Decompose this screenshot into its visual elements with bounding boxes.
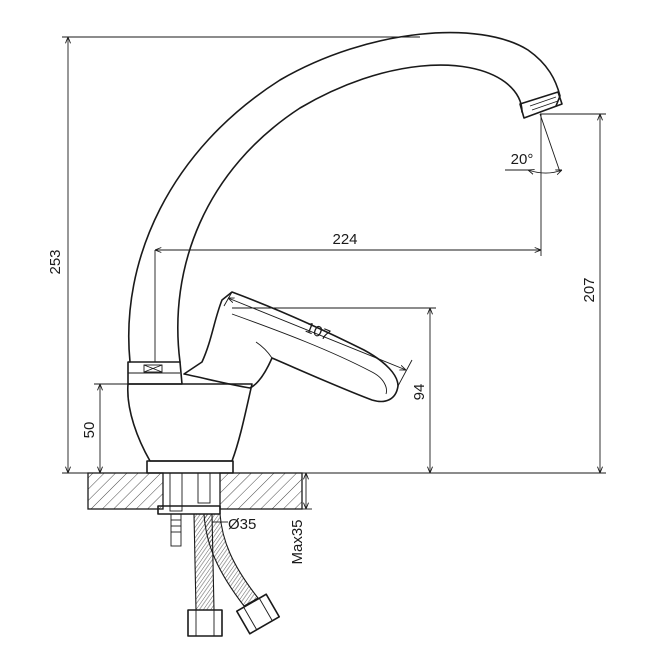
lever-outline	[183, 291, 399, 403]
mounting-stud-left	[169, 472, 183, 512]
dimension-label-angle: 20°	[511, 151, 534, 168]
countertop-right-section	[219, 472, 303, 510]
collar-marker	[143, 364, 163, 373]
dimension-94: 94	[232, 307, 436, 473]
dimension-224: 224	[154, 114, 542, 362]
dimension-label-diameter: Ø35	[228, 516, 256, 533]
dimension-253: 253	[47, 36, 420, 474]
countertop-left-section	[87, 472, 164, 510]
dimension-label-max: Max35	[289, 519, 306, 564]
threaded-stud	[170, 513, 182, 547]
under-deck-assembly	[157, 472, 281, 637]
dimension-50: 50	[81, 383, 130, 473]
dimension-label-50: 50	[81, 422, 98, 439]
hose-nut-left	[187, 609, 223, 637]
mounting-plate	[157, 505, 221, 515]
dimension-max-35: Max35	[289, 473, 312, 565]
spout-inner-edge	[177, 64, 523, 363]
countertop	[87, 472, 303, 510]
hose-nut-right	[235, 593, 281, 635]
spout-outer-edge	[128, 31, 561, 363]
faucet-body	[127, 361, 253, 474]
dimension-207: 207	[300, 113, 606, 474]
spout	[128, 31, 563, 363]
hose-right	[203, 513, 259, 607]
dimension-label-253: 253	[47, 249, 64, 274]
aerator	[519, 91, 563, 119]
dimension-label-94: 94	[411, 384, 428, 401]
dimension-label-107: 107	[303, 319, 333, 344]
dimension-label-207: 207	[581, 277, 598, 302]
mounting-stud-right	[197, 472, 211, 504]
spout-collar	[127, 361, 183, 385]
valve-body	[127, 383, 253, 462]
base-flange	[146, 460, 234, 474]
dimension-angle-20: 20°	[505, 113, 562, 173]
dimension-label-224: 224	[332, 231, 357, 248]
dimension-107: 107	[223, 291, 413, 387]
dimension-diameter-35: Ø35	[212, 516, 256, 533]
